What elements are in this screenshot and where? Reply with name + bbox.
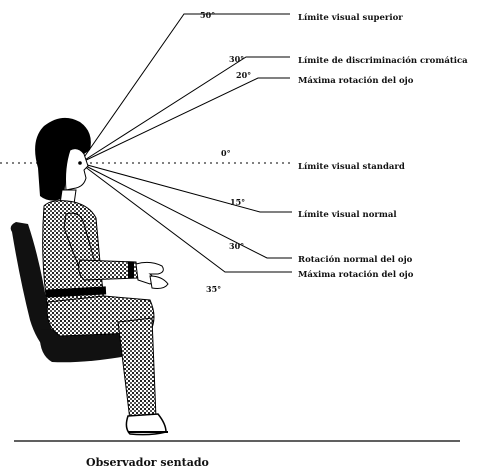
wristwatch xyxy=(128,262,134,278)
label-normal-visual-limit: Límite visual normal xyxy=(298,209,397,220)
angle-50-up: 50° xyxy=(200,10,215,20)
sightline-max-rotation-up xyxy=(80,78,290,163)
angle-30-up: 30° xyxy=(229,54,244,64)
angle-30-down: 30° xyxy=(229,241,244,251)
angle-20-up: 20° xyxy=(236,70,251,80)
eye xyxy=(78,161,82,165)
sightline-upper-limit xyxy=(80,14,290,163)
label-upper-visual-limit: Límite visual superior xyxy=(298,12,403,23)
label-standard-visual-limit: Límite visual standard xyxy=(298,161,405,172)
label-max-eye-rotation-up: Máxima rotación del ojo xyxy=(298,75,414,86)
face xyxy=(66,149,89,190)
angle-0: 0° xyxy=(221,148,231,158)
label-max-eye-rotation-down: Máxima rotación del ojo xyxy=(298,269,414,280)
label-chromatic-limit: Límite de discriminación cromática xyxy=(298,55,468,66)
sightline-chromatic-limit xyxy=(80,57,290,163)
label-normal-eye-rotation: Rotación normal del ojo xyxy=(298,254,413,265)
angle-15-down: 15° xyxy=(230,197,245,207)
sightline-normal-rotation xyxy=(80,163,292,258)
hand-back xyxy=(150,276,168,289)
caption: Observador sentado xyxy=(86,456,209,469)
angle-35-down: 35° xyxy=(206,284,221,294)
lower-leg xyxy=(118,318,156,420)
